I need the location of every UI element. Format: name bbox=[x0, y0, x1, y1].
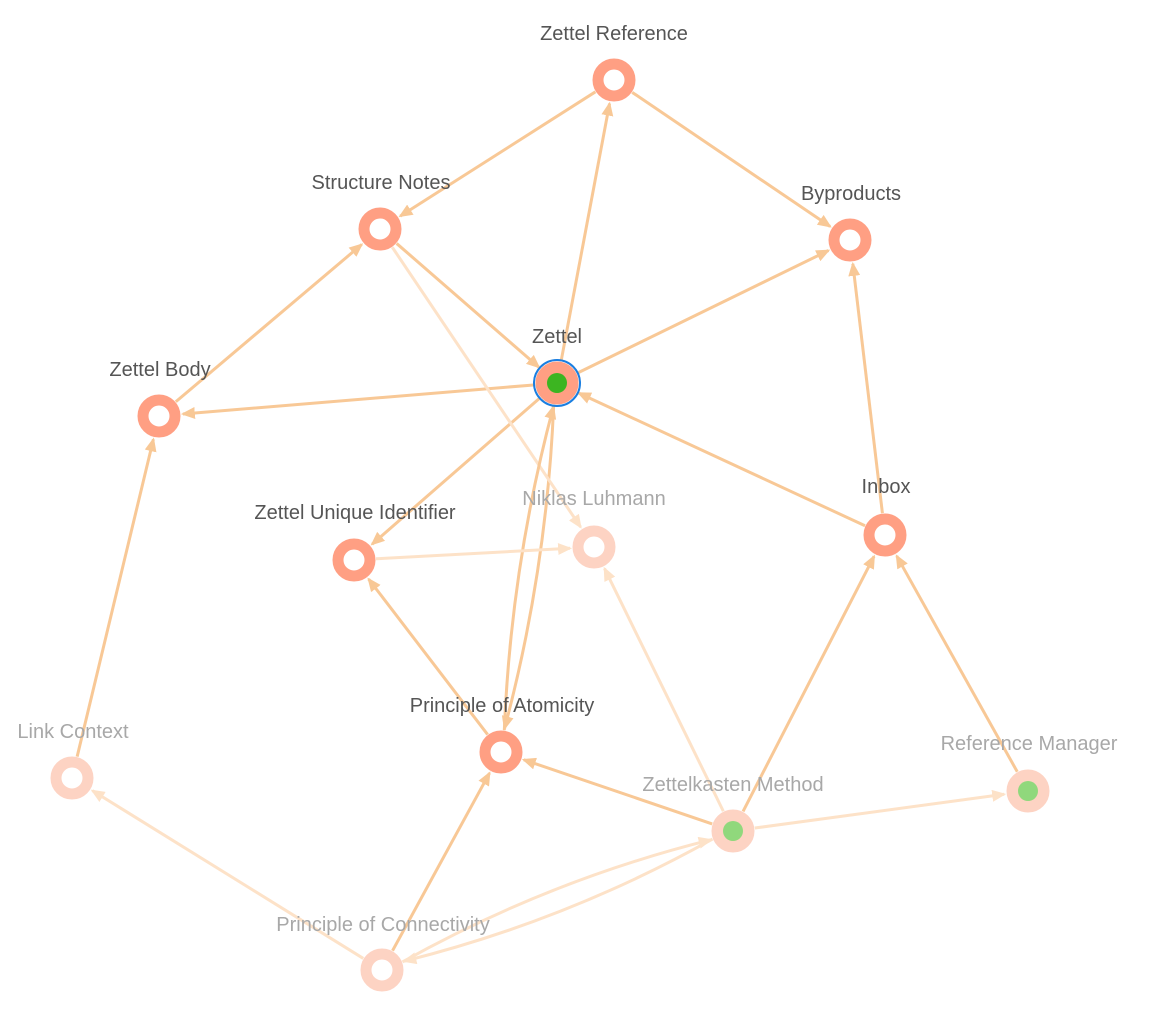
edge-zettelkasten-method-to-principle-of-atomicity bbox=[521, 757, 713, 826]
node-label: Zettel Body bbox=[109, 359, 210, 381]
edge-zettel-to-zettel-reference bbox=[559, 101, 614, 362]
node-circle[interactable] bbox=[50, 756, 94, 800]
node-zettel[interactable]: Zettel bbox=[532, 326, 582, 407]
edge-inbox-to-zettel bbox=[576, 391, 866, 528]
node-zettelkasten-method[interactable]: Zettelkasten Method bbox=[642, 774, 824, 853]
node-label: Structure Notes bbox=[312, 172, 451, 194]
node-principle-of-connectivity[interactable]: Principle of Connectivity bbox=[276, 914, 490, 992]
node-label: Zettel Reference bbox=[540, 23, 688, 45]
edge-link-context-to-zettel-body bbox=[75, 437, 157, 757]
node-byproducts[interactable]: Byproducts bbox=[801, 183, 901, 262]
active-marker-icon bbox=[723, 821, 743, 841]
active-marker-icon bbox=[1018, 781, 1038, 801]
node-label: Reference Manager bbox=[941, 733, 1118, 755]
node-circle[interactable] bbox=[572, 525, 616, 569]
selected-node-outline bbox=[533, 359, 581, 407]
node-circle[interactable] bbox=[828, 218, 872, 262]
edge-principle-of-atomicity-to-zettel-unique-identifier bbox=[367, 577, 489, 736]
node-circle[interactable] bbox=[863, 513, 907, 557]
node-circle[interactable] bbox=[479, 730, 523, 774]
edge-zettel-unique-identifier-to-niklas-luhmann bbox=[375, 542, 573, 561]
node-zettel-reference[interactable]: Zettel Reference bbox=[540, 23, 688, 102]
edge-zettel-to-zettel-body bbox=[180, 383, 536, 420]
edge-zettel-to-byproducts bbox=[576, 249, 831, 375]
node-label: Zettel bbox=[532, 326, 582, 348]
node-label: Zettel Unique Identifier bbox=[254, 502, 456, 524]
edge-reference-manager-to-inbox bbox=[895, 554, 1019, 773]
edge-zettel-reference-to-byproducts bbox=[631, 91, 832, 228]
node-circle[interactable] bbox=[137, 394, 181, 438]
node-label: Byproducts bbox=[801, 183, 901, 205]
edge-zettel-body-to-structure-notes bbox=[174, 243, 364, 403]
node-label: Link Context bbox=[17, 721, 129, 743]
node-circle[interactable] bbox=[360, 948, 404, 992]
edge-structure-notes-to-niklas-luhmann bbox=[391, 246, 582, 529]
node-label: Inbox bbox=[862, 476, 911, 498]
edge-zettelkasten-method-to-inbox bbox=[741, 554, 876, 813]
active-marker-icon bbox=[547, 373, 567, 393]
edge-zettelkasten-method-to-principle-of-connectivity bbox=[402, 837, 714, 965]
node-circle[interactable] bbox=[358, 207, 402, 251]
edges-layer bbox=[75, 90, 1019, 965]
edge-zettel-to-zettel-unique-identifier bbox=[370, 396, 542, 546]
edge-principle-of-connectivity-to-zettelkasten-method bbox=[401, 836, 713, 964]
edge-zettelkasten-method-to-reference-manager bbox=[754, 789, 1007, 830]
edge-zettel-reference-to-structure-notes bbox=[398, 90, 597, 218]
node-zettel-unique-identifier[interactable]: Zettel Unique Identifier bbox=[254, 502, 456, 582]
node-inbox[interactable]: Inbox bbox=[862, 476, 911, 557]
node-label: Zettelkasten Method bbox=[642, 774, 823, 796]
node-structure-notes[interactable]: Structure Notes bbox=[312, 172, 451, 251]
node-reference-manager[interactable]: Reference Manager bbox=[941, 733, 1118, 813]
edge-principle-of-atomicity-to-zettel bbox=[502, 404, 557, 731]
edge-zettelkasten-method-to-niklas-luhmann bbox=[603, 566, 725, 812]
node-link-context[interactable]: Link Context bbox=[17, 721, 129, 800]
node-label: Principle of Connectivity bbox=[276, 914, 489, 936]
node-principle-of-atomicity[interactable]: Principle of Atomicity bbox=[410, 695, 595, 774]
node-niklas-luhmann[interactable]: Niklas Luhmann bbox=[522, 488, 666, 569]
node-circle[interactable] bbox=[332, 538, 376, 582]
edge-principle-of-connectivity-to-principle-of-atomicity bbox=[391, 771, 491, 952]
node-circle[interactable] bbox=[592, 58, 636, 102]
edge-inbox-to-byproducts bbox=[848, 261, 884, 514]
node-label: Niklas Luhmann bbox=[522, 488, 665, 510]
node-label: Principle of Atomicity bbox=[410, 695, 595, 717]
edge-principle-of-connectivity-to-link-context bbox=[90, 789, 365, 960]
edge-structure-notes-to-zettel bbox=[395, 242, 541, 369]
edge-zettel-to-principle-of-atomicity bbox=[501, 404, 556, 731]
node-zettel-body[interactable]: Zettel Body bbox=[109, 359, 211, 438]
